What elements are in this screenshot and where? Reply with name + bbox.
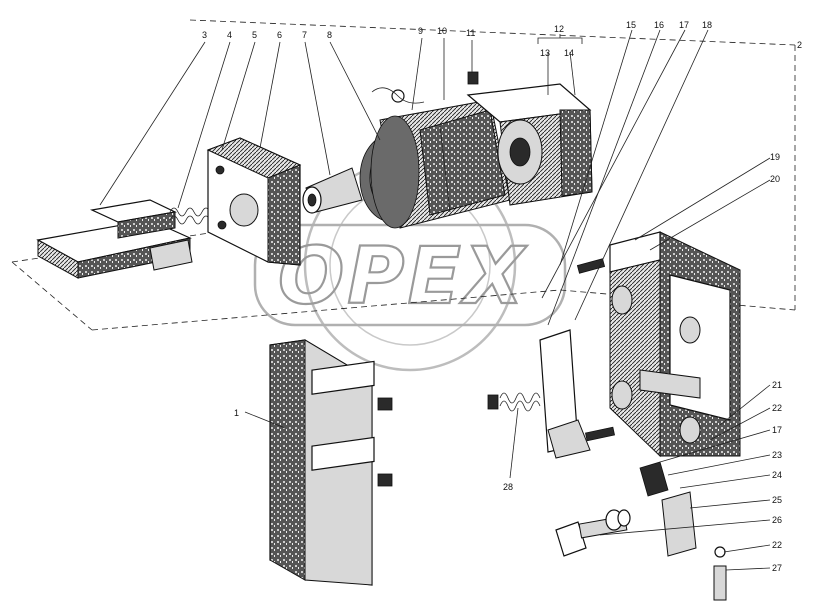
callout-10: 10 — [437, 26, 447, 36]
callout-5: 5 — [252, 30, 257, 40]
part-28-lever-spring — [487, 329, 591, 459]
part-6-end-housing — [206, 137, 302, 266]
watermark-text: OPEX — [278, 232, 528, 322]
callout-1: 1 — [234, 408, 239, 418]
part-4-spring — [169, 207, 211, 225]
callout-16: 16 — [654, 20, 664, 30]
callout-11: 11 — [466, 28, 475, 38]
callout-20: 20 — [770, 174, 780, 184]
part-12-solenoid — [371, 71, 593, 206]
callout-14: 14 — [564, 48, 574, 58]
boundary-top — [189, 19, 796, 46]
callout-18: 18 — [702, 20, 712, 30]
callout-19: 19 — [770, 152, 780, 162]
part-20-bracket-assembly — [576, 231, 741, 458]
callout-9: 9 — [418, 26, 423, 36]
callout-22-lower: 22 — [772, 540, 782, 550]
callout-15: 15 — [626, 20, 636, 30]
callout-8: 8 — [327, 30, 332, 40]
callout-7: 7 — [302, 30, 307, 40]
watermark: OPEX — [253, 158, 567, 372]
callout-17-top: 17 — [679, 20, 689, 30]
callout-3: 3 — [202, 30, 207, 40]
part-3-switch-block — [36, 199, 193, 279]
callout-12: 12 — [554, 24, 564, 34]
callout-25: 25 — [772, 495, 782, 505]
callout-2: 2 — [797, 40, 802, 50]
callout-13: 13 — [540, 48, 550, 58]
callout-24: 24 — [772, 470, 782, 480]
callout-17-lower: 17 — [772, 425, 782, 435]
callout-23: 23 — [772, 450, 782, 460]
callout-21: 21 — [772, 380, 782, 390]
callout-6: 6 — [277, 30, 282, 40]
part-10-motor-body — [370, 99, 511, 229]
callout-27: 27 — [772, 563, 782, 573]
leader-lines — [99, 29, 771, 571]
callout-4: 4 — [227, 30, 232, 40]
boundary-left — [11, 261, 93, 331]
callout-22-upper: 22 — [772, 403, 782, 413]
part-1-terminal-plate — [269, 339, 393, 586]
callout-26: 26 — [772, 515, 782, 525]
callout-labels: 1 2 3 4 5 6 7 8 9 10 11 12 13 14 15 16 1… — [202, 20, 802, 573]
callout-28: 28 — [503, 482, 513, 492]
